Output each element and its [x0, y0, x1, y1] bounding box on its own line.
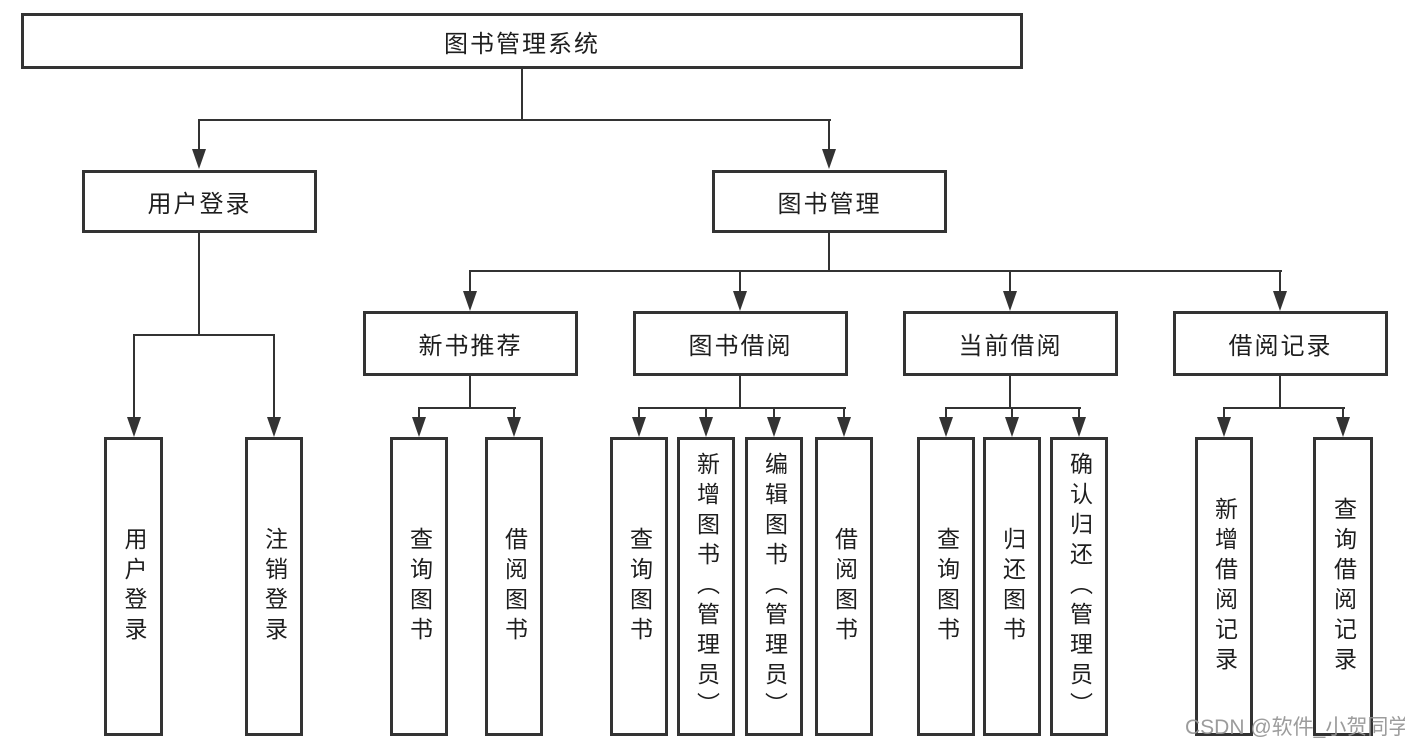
connector-drop-confirm-return	[1078, 407, 1080, 419]
connector-rail-group3	[945, 407, 1081, 409]
connector-root-stem	[521, 69, 523, 119]
leaf-user-login-label: 用户登录	[121, 526, 147, 647]
connector-new-book-recommend-stem	[469, 376, 471, 409]
arrowhead-edit-book	[767, 417, 781, 437]
arrowhead-current-borrow	[1003, 291, 1017, 311]
arrowhead-return-book	[1005, 417, 1019, 437]
arrowhead-query-borrow-record	[1336, 417, 1350, 437]
node-user-login-label: 用户登录	[147, 191, 252, 218]
leaf-query-book-1-label: 查询图书	[406, 526, 433, 647]
leaf-query-borrow-record-label: 查询借阅记录	[1330, 496, 1357, 677]
connector-drop-return-book	[1011, 407, 1013, 419]
node-new-book-recommend: 新书推荐	[363, 311, 578, 376]
leaf-add-book-admin: 新增图书（管理员）	[677, 437, 735, 736]
node-current-borrow-label: 当前借阅	[958, 333, 1063, 360]
leaf-add-borrow-record: 新增借阅记录	[1195, 437, 1253, 736]
leaf-add-book-admin-label: 新增图书（管理员）	[693, 451, 720, 722]
leaf-logout-label: 注销登录	[261, 526, 288, 647]
connector-book-management-stem	[828, 233, 830, 272]
connector-level2-rail	[198, 119, 831, 121]
connector-user-login-rail	[133, 334, 275, 336]
node-current-borrow: 当前借阅	[903, 311, 1118, 376]
leaf-logout: 注销登录	[245, 437, 303, 736]
arrowhead-query-book-2	[632, 417, 646, 437]
leaf-borrow-book-1-label: 借阅图书	[501, 526, 528, 647]
arrowhead-add-borrow-record	[1217, 417, 1231, 437]
csdn-watermark: CSDN @软件_小贺同学	[1185, 716, 1405, 739]
node-book-borrow: 图书借阅	[633, 311, 848, 376]
leaf-query-book-2-label: 查询图书	[626, 526, 653, 647]
connector-drop-query-book-3	[945, 407, 947, 419]
connector-drop-new-book-recommend	[469, 270, 471, 293]
connector-drop-add-book	[705, 407, 707, 419]
connector-current-borrow-stem	[1009, 376, 1011, 409]
arrowhead-confirm-return	[1072, 417, 1086, 437]
connector-drop-borrow-book-1	[513, 407, 515, 419]
node-user-login: 用户登录	[82, 170, 317, 233]
leaf-query-book-2: 查询图书	[610, 437, 668, 736]
arrowhead-query-book-3	[939, 417, 953, 437]
node-borrow-records-label: 借阅记录	[1228, 333, 1333, 360]
node-root: 图书管理系统	[21, 13, 1023, 69]
node-book-management: 图书管理	[712, 170, 947, 233]
leaf-query-book-3: 查询图书	[917, 437, 975, 736]
arrowhead-borrow-book-2	[837, 417, 851, 437]
connector-level3-rail	[469, 270, 1282, 272]
leaf-return-book: 归还图书	[983, 437, 1041, 736]
arrowhead-book-borrow	[733, 291, 747, 311]
arrowhead-book-management	[822, 149, 836, 169]
connector-drop-current-borrow	[1009, 270, 1011, 293]
connector-drop-book-management	[828, 119, 830, 151]
connector-drop-query-borrow-record	[1342, 407, 1344, 419]
arrowhead-borrow-records	[1273, 291, 1287, 311]
connector-drop-borrow-book-2	[843, 407, 845, 419]
connector-drop-book-borrow	[739, 270, 741, 293]
node-new-book-recommend-label: 新书推荐	[418, 333, 523, 360]
arrowhead-leaf-user-login	[127, 417, 141, 437]
leaf-add-borrow-record-label: 新增借阅记录	[1211, 496, 1238, 677]
connector-book-borrow-stem	[739, 376, 741, 409]
arrowhead-user-login	[192, 149, 206, 169]
arrowhead-borrow-book-1	[507, 417, 521, 437]
connector-drop-add-borrow-record	[1223, 407, 1225, 419]
connector-drop-leaf-logout	[273, 334, 275, 419]
arrowhead-add-book	[699, 417, 713, 437]
leaf-query-book-3-label: 查询图书	[933, 526, 960, 647]
leaf-borrow-book-2-label: 借阅图书	[831, 526, 858, 647]
leaf-confirm-return-admin-label: 确认归还（管理员）	[1066, 451, 1093, 722]
leaf-borrow-book-1: 借阅图书	[485, 437, 543, 736]
leaf-query-book-1: 查询图书	[390, 437, 448, 736]
connector-user-login-stem	[198, 233, 200, 334]
connector-drop-borrow-records	[1279, 270, 1281, 293]
connector-rail-group2	[638, 407, 846, 409]
leaf-query-borrow-record: 查询借阅记录	[1313, 437, 1373, 736]
connector-drop-query-book-1	[418, 407, 420, 419]
leaf-edit-book-admin: 编辑图书（管理员）	[745, 437, 803, 736]
connector-borrow-records-stem	[1279, 376, 1281, 409]
connector-drop-edit-book	[773, 407, 775, 419]
connector-rail-group4	[1223, 407, 1345, 409]
connector-rail-group1	[418, 407, 516, 409]
connector-drop-query-book-2	[638, 407, 640, 419]
leaf-confirm-return-admin: 确认归还（管理员）	[1050, 437, 1108, 736]
leaf-edit-book-admin-label: 编辑图书（管理员）	[761, 451, 788, 722]
leaf-user-login: 用户登录	[104, 437, 163, 736]
node-book-borrow-label: 图书借阅	[688, 333, 793, 360]
arrowhead-new-book-recommend	[463, 291, 477, 311]
node-borrow-records: 借阅记录	[1173, 311, 1388, 376]
arrowhead-leaf-logout	[267, 417, 281, 437]
leaf-return-book-label: 归还图书	[999, 526, 1026, 647]
arrowhead-query-book-1	[412, 417, 426, 437]
leaf-borrow-book-2: 借阅图书	[815, 437, 873, 736]
connector-drop-leaf-user-login	[133, 334, 135, 419]
connector-drop-user-login	[198, 119, 200, 151]
node-root-label: 图书管理系统	[444, 30, 600, 58]
node-book-management-label: 图书管理	[777, 191, 882, 218]
